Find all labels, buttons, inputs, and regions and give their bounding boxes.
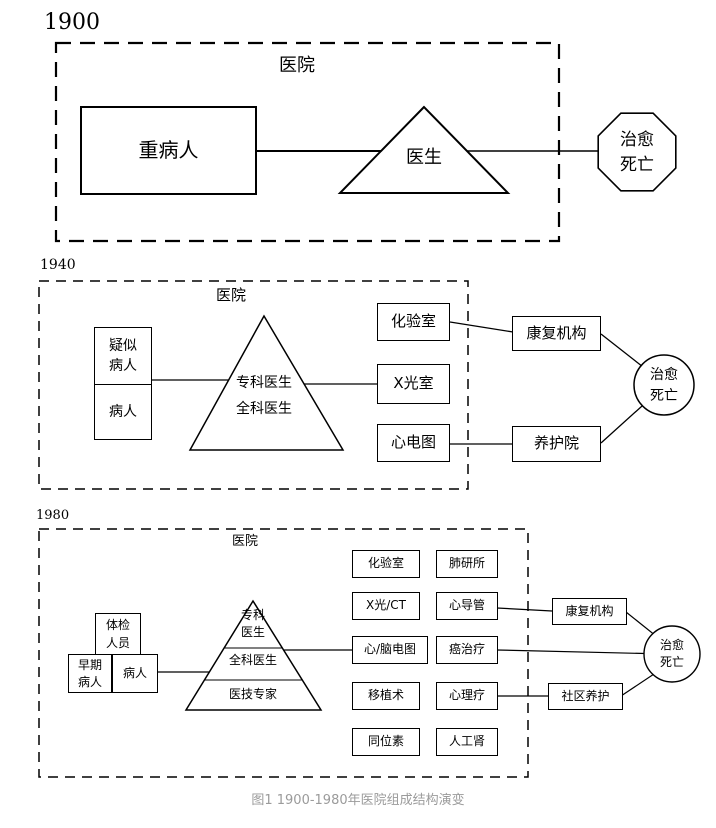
year-label-1940: 1940 — [40, 257, 76, 273]
lab-box-1980: 化验室 — [352, 550, 420, 578]
outcome-circle-1980 — [643, 625, 701, 683]
checkup-people-box: 体检 人员 — [95, 613, 141, 655]
nursing-box-1940: 养护院 — [512, 426, 601, 462]
ecg-eeg-box-1980: 心/脑电图 — [352, 636, 428, 664]
xray-ct-box-1980: X光/CT — [352, 592, 420, 620]
hospital-boundary-1900 — [54, 41, 561, 243]
connector-lab-rehab-1940 — [449, 321, 514, 333]
hospital-label-1900: 医院 — [279, 54, 315, 76]
transplant-box-1980: 移植术 — [352, 682, 420, 710]
connector-cath-rehab-1980 — [496, 607, 553, 612]
artificial-kidney-box-1980: 人工肾 — [436, 728, 498, 756]
xray-box-1940: X光室 — [377, 364, 450, 404]
hospital-label-1940: 医院 — [215, 285, 246, 304]
severe-patient-box: 重病人 — [80, 106, 257, 195]
hospital-boundary-1980 — [38, 528, 529, 778]
connector-cancer-outcome-1980 — [496, 649, 667, 655]
early-patient-box: 早期 病人 — [68, 654, 112, 693]
outcome-octagon-1900 — [597, 112, 677, 192]
suspected-patient-box: 疑似 病人 — [94, 327, 152, 385]
year-label-1900: 1900 — [44, 10, 100, 35]
outcome-label-1980: 治愈 死亡 — [659, 638, 684, 669]
doctor-label-1900: 医生 — [406, 146, 442, 168]
staff-triangle-1980 — [184, 599, 323, 711]
hospital-boundary-1940 — [38, 280, 469, 490]
specialist-label-1980: 专科 医生 — [240, 608, 265, 639]
cardiac-cath-box-1980: 心导管 — [436, 592, 498, 620]
patient-box-1940: 病人 — [94, 384, 152, 440]
figure-caption: 图1 1900-1980年医院组成结构演变 — [251, 793, 465, 808]
outcome-circle-1940 — [633, 354, 695, 416]
lung-institute-box-1980: 肺研所 — [436, 550, 498, 578]
hospital-label-1980: 医院 — [231, 534, 258, 550]
patient-box-1980: 病人 — [112, 654, 158, 693]
outcome-label-1940: 治愈 死亡 — [650, 366, 678, 404]
psychotherapy-box-1980: 心理疗 — [436, 682, 498, 710]
rehab-box-1980: 康复机构 — [552, 598, 627, 625]
doctors-triangle-1940 — [188, 314, 345, 451]
year-label-1980: 1980 — [36, 508, 70, 523]
community-care-box-1980: 社区养护 — [548, 683, 623, 710]
rehab-box-1940: 康复机构 — [512, 316, 601, 351]
isotope-box-1980: 同位素 — [352, 728, 420, 756]
tech-expert-label-1980: 医技专家 — [228, 686, 277, 701]
ecg-box-1940: 心电图 — [377, 424, 450, 462]
outcome-label-1900: 治愈 死亡 — [620, 129, 654, 175]
cancer-therapy-box-1980: 癌治疗 — [436, 636, 498, 664]
lab-box-1940: 化验室 — [377, 303, 450, 341]
doctors-label-1940: 专科医生 全科医生 — [236, 375, 292, 417]
gp-label-1980: 全科医生 — [228, 652, 277, 667]
doctor-triangle-1900 — [337, 105, 511, 194]
